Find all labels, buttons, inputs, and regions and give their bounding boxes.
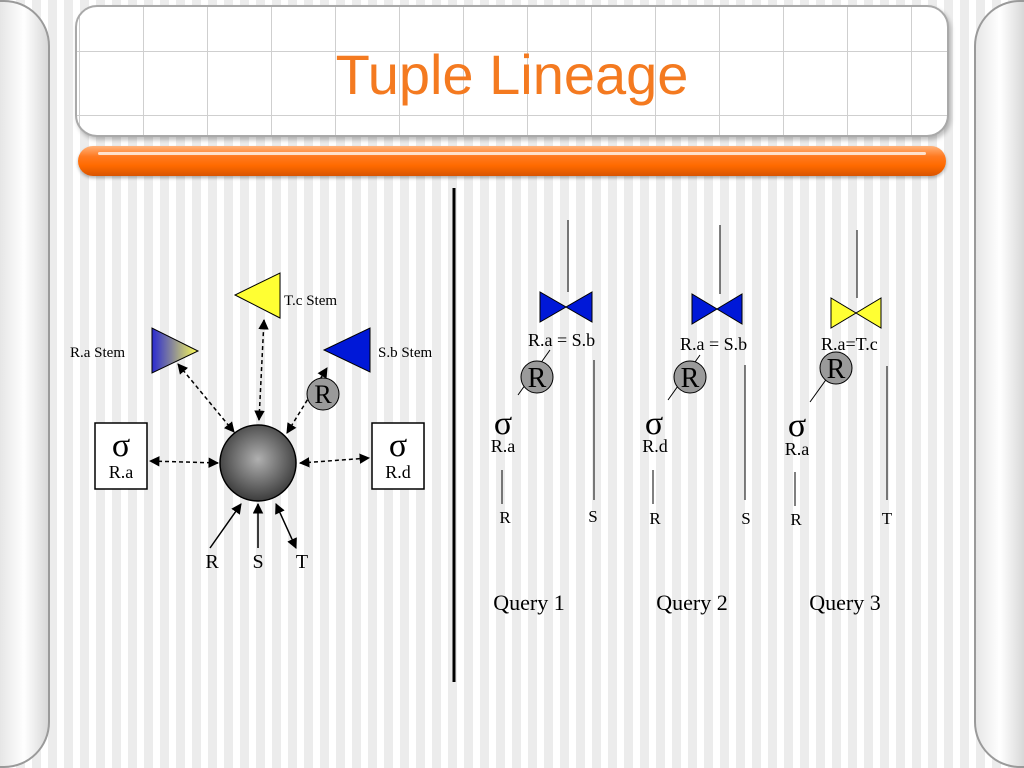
join-3-predicate: R.a=T.c (821, 334, 878, 354)
query-plan-1: R.a = S.b R σ R.a R S Query 1 (491, 220, 598, 615)
query-3-sigma-attr: R.a (785, 439, 810, 459)
sigma-rd-box (371, 422, 425, 490)
sb-stem-icon (322, 327, 371, 373)
sigma-ra-attr: R.a (109, 462, 134, 482)
sigma-rd-symbol: σ (389, 427, 407, 464)
join-3-left-icon (830, 297, 857, 329)
source-r-label: R (205, 551, 219, 573)
query-1-sigma-attr: R.a (491, 436, 516, 456)
ra-stem-icon (151, 327, 200, 374)
source-r-arrow (209, 503, 242, 549)
eddy-sigma-ra-link (148, 456, 220, 468)
query-3-right-relation: T (882, 509, 893, 528)
join-1-left-icon (539, 291, 568, 323)
query-2-r-marker (673, 360, 707, 394)
join-2-left-icon (691, 293, 718, 325)
query-1-r-label: R (528, 363, 547, 394)
eddy-tc-stem-link (254, 318, 269, 422)
tc-stem-icon (233, 272, 281, 319)
sigma-ra-box (94, 422, 148, 490)
join-1-right-icon (564, 291, 593, 323)
query-plan-2: R.a = S.b R σ R.d R S Query 2 (642, 225, 751, 615)
query-1-right-relation: S (588, 507, 597, 526)
sigma-ra-symbol: σ (112, 427, 130, 464)
query-3-left-relation: R (790, 510, 802, 529)
join-3-right-icon (855, 297, 882, 329)
query-2-r-label: R (681, 363, 700, 394)
query-3-r-label: R (827, 354, 846, 385)
eddy-ra-stem-link (177, 363, 235, 433)
query-1-left-relation: R (499, 508, 511, 527)
query-2-sigma-attr: R.d (642, 436, 668, 456)
query-1-r-marker (520, 360, 554, 394)
title-underline-bar (78, 146, 946, 176)
query-1-label: Query 1 (493, 590, 564, 615)
join-2-predicate: R.a = S.b (680, 334, 747, 354)
r-tuple-marker (306, 377, 340, 411)
title-box: Tuple Lineage (75, 5, 949, 137)
query-3-r-marker (819, 351, 853, 385)
left-side-tab (0, 0, 50, 768)
source-s-label: S (252, 551, 263, 573)
eddy-network: R S T R.a Stem T.c Stem S.b Stem R σ R.a… (70, 272, 433, 573)
source-t-label: T (296, 551, 308, 573)
tc-stem-label: T.c Stem (284, 293, 337, 309)
query-2-left-relation: R (649, 509, 661, 528)
query-plan-3: R.a=T.c R σ R.a R T Query 3 (785, 230, 893, 615)
join-1-predicate: R.a = S.b (528, 330, 595, 350)
eddy-sigma-rd-link (298, 453, 371, 468)
source-t-arrow (275, 503, 297, 549)
query-2-sigma-symbol: σ (645, 405, 663, 442)
r-tuple-label: R (314, 380, 332, 409)
query-3-sigma-symbol: σ (788, 407, 806, 444)
ra-stem-label: R.a Stem (70, 345, 125, 361)
sigma-rd-attr: R.d (385, 462, 411, 482)
slide-title: Tuple Lineage (335, 43, 689, 106)
query-1-sigma-symbol: σ (494, 405, 512, 442)
join-2-right-icon (716, 293, 743, 325)
query-2-label: Query 2 (656, 590, 727, 615)
query-3-label: Query 3 (809, 590, 880, 615)
right-side-tab (974, 0, 1024, 768)
eddy-operator (219, 424, 297, 502)
sb-stem-label: S.b Stem (378, 345, 433, 361)
query-2-right-relation: S (741, 509, 750, 528)
